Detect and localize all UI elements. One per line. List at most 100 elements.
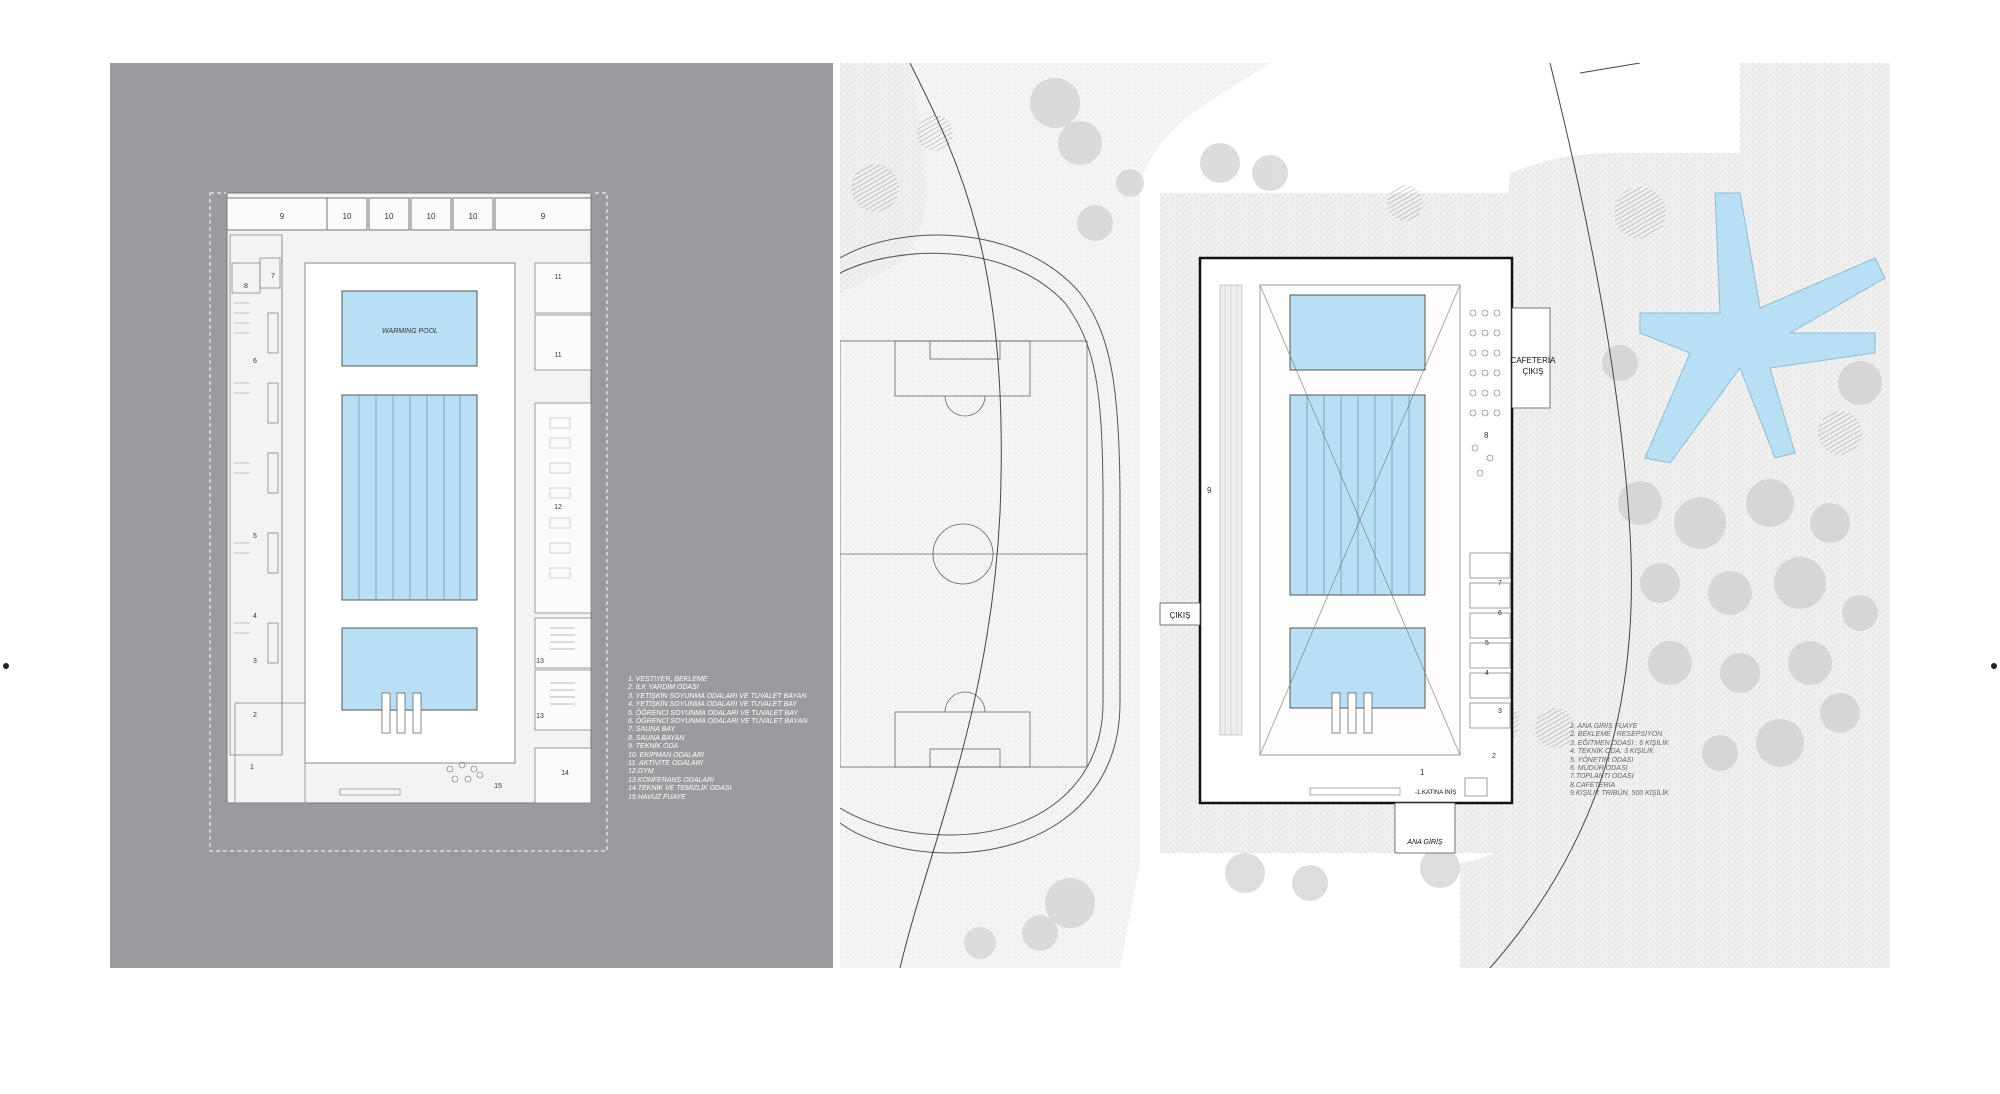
legend-item: 4. TEKNİK ODA: 3 KİŞİLİK <box>1570 748 1654 756</box>
gym-equipment <box>549 417 571 579</box>
conference-seats <box>550 627 575 705</box>
legend-item: 14.TEKNİK VE TEMİZLİK ODASI <box>628 785 732 793</box>
legend-item: 3. YETİŞKİN SOYUNMA ODALARI VE TUVALET B… <box>628 692 807 700</box>
football-pitch <box>839 340 1088 768</box>
legend-item: 2. BEKLEME , RESEPSİYON <box>1570 731 1663 739</box>
pool-lanes <box>358 395 461 600</box>
ground-area <box>1740 63 1890 153</box>
water-slides <box>381 692 422 734</box>
warming-pool-label: WARMING POOL <box>382 328 438 335</box>
left-floor-plan-panel: 9 10 10 10 10 9 8 7 6 5 <box>110 63 833 968</box>
room-label: 3 <box>253 658 257 665</box>
registration-mark <box>1991 663 1997 669</box>
room-label: 5 <box>253 533 257 540</box>
warming-pool <box>341 290 478 367</box>
legend-item: 3. EĞİTMEN ODASI : 6 KİŞİLİK <box>1570 739 1669 747</box>
top-room-row <box>226 197 592 231</box>
legend-item: 6. ÖĞRENCİ SOYUNMA ODALARI VE TUVALET BA… <box>628 718 808 726</box>
room-label: 13 <box>536 713 544 720</box>
room-label: 8 <box>244 283 248 290</box>
room-label: 11 <box>554 274 561 281</box>
right-room-column <box>534 262 592 804</box>
room-label: 8 <box>1484 431 1489 440</box>
learner-pool <box>1289 627 1426 709</box>
site-plan: CAFETERIA ÇIKIŞ ÇIKIŞ ANA GİRİŞ -1.KATIN… <box>839 62 1890 969</box>
room-label: 15 <box>494 783 502 790</box>
foyer-furniture <box>339 761 484 796</box>
cafeteria-exit <box>1511 307 1551 409</box>
main-entrance <box>1394 802 1456 854</box>
lower-floor-plan: 9 10 10 10 10 9 8 7 6 5 <box>209 192 608 852</box>
void-diagonals <box>1259 284 1461 756</box>
learner-pool <box>341 627 478 711</box>
legend-item: 6. MÜDÜR ODASI <box>1570 765 1628 773</box>
hatched-trees <box>851 115 1862 748</box>
side-exit <box>1159 602 1201 626</box>
stair-down <box>1309 787 1401 796</box>
stair-label: -1.KATINA İNİŞ <box>1415 789 1456 796</box>
room-label: 14 <box>561 770 569 777</box>
room-label: 9 <box>1207 486 1212 495</box>
admin-rooms <box>1464 552 1511 797</box>
grandstand <box>1219 284 1243 736</box>
cafeteria-exit-label: ÇIKIŞ <box>1523 367 1544 376</box>
legend-item: 15.HAVUZ FUAYE <box>628 793 686 801</box>
cafeteria-tables <box>1469 309 1501 477</box>
running-track <box>839 234 1121 854</box>
room-label: 9 <box>280 212 285 221</box>
room-label: 10 <box>427 212 436 221</box>
legend-item: 8.CAFETERİA <box>1570 781 1616 789</box>
room-label: 13 <box>536 658 544 665</box>
cafeteria-label: CAFETERIA <box>1511 356 1557 365</box>
legend-item: 2. İLK YARDIM ODASI <box>628 684 699 692</box>
left-legend: 1. VESTIYER, BEKLEME 2. İLK YARDIM ODASI… <box>628 676 807 802</box>
main-pool <box>1289 394 1426 596</box>
pool-lanes <box>1306 395 1410 595</box>
room-label: 10 <box>469 212 478 221</box>
room-label: 5 <box>1485 640 1489 647</box>
right-site-plan-panel: CAFETERIA ÇIKIŞ ÇIKIŞ ANA GİRİŞ -1.KATIN… <box>839 62 1890 969</box>
left-changing-rooms <box>229 234 306 804</box>
room-label: 7 <box>1498 580 1502 587</box>
legend-item: 11. AKTİVİTE ODALARI <box>628 760 703 768</box>
room-label: 2 <box>1492 753 1496 760</box>
room-label: 11 <box>554 352 561 359</box>
room-label: 3 <box>1498 708 1502 715</box>
room-label: 12 <box>554 504 562 511</box>
side-exit-label: ÇIKIŞ <box>1170 611 1191 620</box>
legend-item: 4. YETİŞKİN SOYUNMA ODALARI VE TUVALET B… <box>628 701 798 709</box>
legend-item: 9.KİŞİLİK TRİBÜN, 500 KİŞİLİK <box>1570 790 1669 798</box>
walking-paths <box>899 62 1641 969</box>
room-label: 4 <box>1485 670 1489 677</box>
legend-item: 9. TEKNİK ODA <box>628 743 679 751</box>
legend-item: 1. ANA GİRİŞ FUAYE <box>1570 723 1638 730</box>
legend-item: 8. SAUNA BAYAN <box>628 734 685 742</box>
water-slides <box>1331 692 1373 734</box>
park-trees <box>1602 345 1882 771</box>
room-label: 9 <box>541 212 546 221</box>
main-entrance-label: ANA GİRİŞ <box>1406 838 1442 846</box>
room-label: 1 <box>250 764 254 771</box>
main-pool <box>341 394 478 601</box>
room-label: 2 <box>253 712 257 719</box>
registration-mark <box>3 663 9 669</box>
ground-area <box>840 63 1270 968</box>
right-legend: 1. ANA GİRİŞ FUAYE 2. BEKLEME , RESEPSİY… <box>1570 723 1669 799</box>
room-label: 10 <box>385 212 394 221</box>
trees <box>964 78 1460 959</box>
legend-item: 7.TOPLANTI ODASI <box>1570 773 1634 781</box>
room-label: 7 <box>271 273 275 280</box>
legend-item: 7. SAUNA BAY <box>628 726 676 734</box>
locker-hatching <box>234 302 250 634</box>
legend-item: 5. ÖĞRENCİ SOYUNMA ODALARI VE TUVALET BA… <box>628 709 798 717</box>
warming-pool <box>1289 294 1426 371</box>
legend-item: 10. EKİPMAN ODALARI <box>628 751 704 759</box>
star-pool <box>1639 192 1886 464</box>
room-label: 4 <box>253 613 257 620</box>
legend-item: 5. YÖNETİM ODASI <box>1570 756 1634 764</box>
room-label: 1 <box>1420 768 1425 777</box>
legend-item: 13.KONFERANS ODALARI <box>628 776 714 784</box>
room-label: 6 <box>1498 610 1502 617</box>
legend-item: 12.GYM <box>628 768 654 776</box>
legend-item: 1. VESTIYER, BEKLEME <box>628 676 708 683</box>
